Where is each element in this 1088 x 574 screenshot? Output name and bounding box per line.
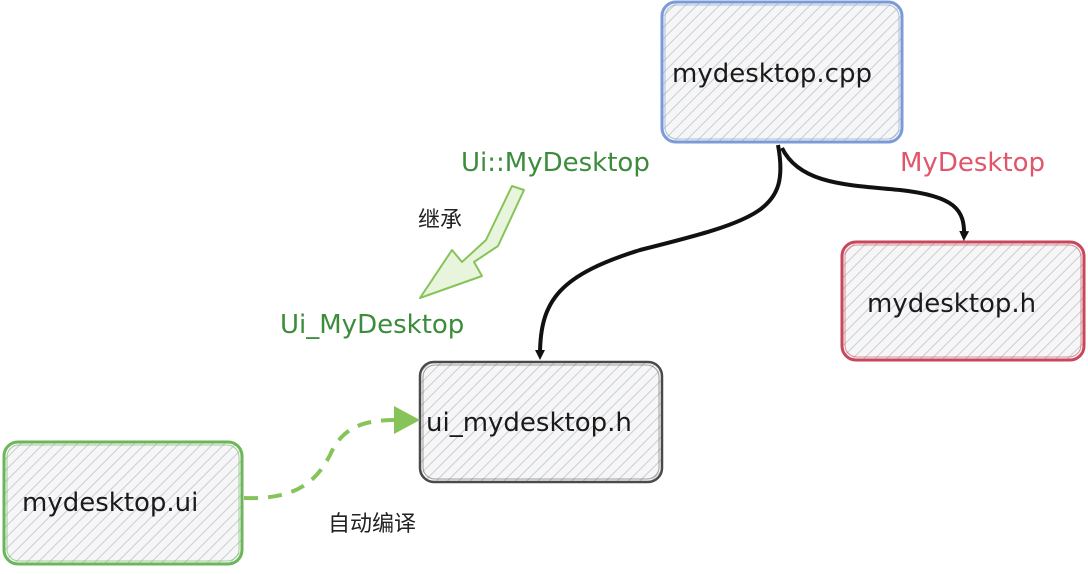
node-label-cpp: mydesktop.cpp — [672, 59, 872, 89]
label-inherit: 继承 — [418, 208, 463, 233]
arrow-cpp-to-h — [780, 147, 970, 241]
node-label-h: mydesktop.h — [867, 289, 1037, 319]
node-label-ui-h: ui_mydesktop.h — [426, 408, 632, 438]
label-auto-compile: 自动编译 — [328, 512, 417, 537]
node-mydesktop-cpp — [660, 0, 904, 144]
node-mydesktop-h — [840, 240, 1086, 362]
node-label-ui: mydesktop.ui — [22, 488, 199, 518]
node-ui-mydesktop-h — [418, 360, 664, 484]
arrow-ui-to-ui-h-head — [394, 406, 420, 434]
label-class-name: MyDesktop — [900, 148, 1046, 178]
arrow-ui-to-ui-h — [243, 418, 397, 501]
label-ui-class: Ui::MyDesktop — [461, 148, 650, 178]
node-mydesktop-ui — [2, 440, 244, 566]
label-ui-struct: Ui_MyDesktop — [280, 310, 465, 340]
arrow-inherit — [419, 185, 525, 299]
arrow-cpp-to-ui-h — [535, 144, 783, 360]
